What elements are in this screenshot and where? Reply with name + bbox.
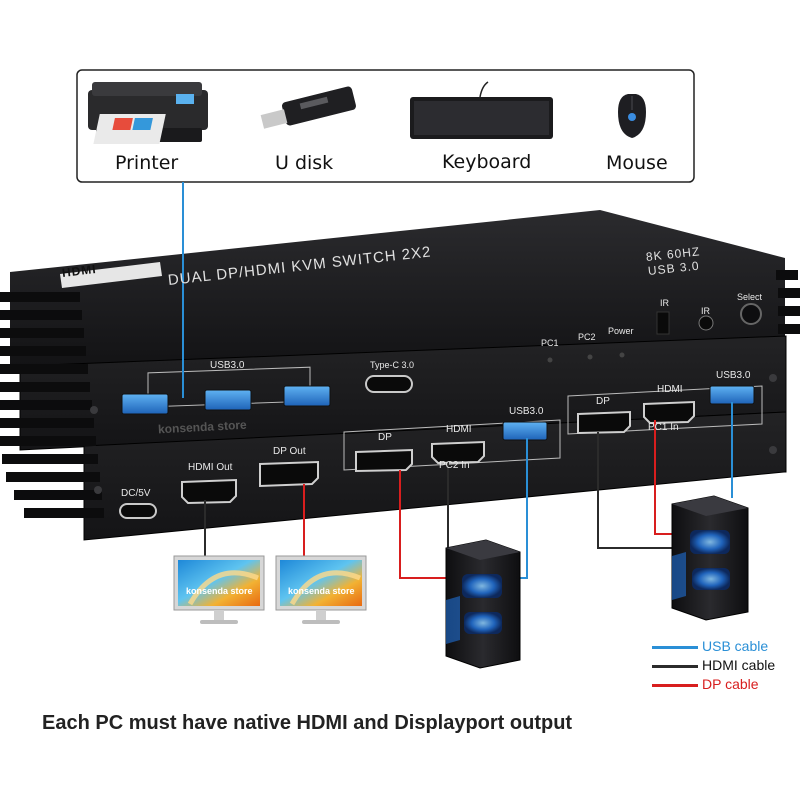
printer-label: Printer xyxy=(115,152,179,174)
typec-label: Type-C 3.0 xyxy=(370,360,415,370)
dp-out-label: DP Out xyxy=(273,446,306,457)
pc1-dp-label: DP xyxy=(596,396,610,407)
monitor-1 xyxy=(173,555,265,624)
pc2-led-label: PC2 xyxy=(578,332,596,342)
pc1-led-label: PC1 xyxy=(541,338,559,348)
pc2-hdmi-label: HDMI xyxy=(446,424,472,435)
usb-port xyxy=(121,393,169,415)
select-button-icon xyxy=(740,303,762,325)
legend-usb-label: USB cable xyxy=(702,638,769,654)
dp-out-port xyxy=(259,460,319,488)
hdmi-cable xyxy=(597,432,672,549)
pc1-in-label: PC1 In xyxy=(648,422,679,433)
pc1-tower-icon xyxy=(671,495,749,621)
pc2-usb-port xyxy=(502,421,548,441)
keyboard-label: Keyboard xyxy=(442,151,532,173)
ir-label-2: IR xyxy=(701,306,710,316)
pc2-dp-label: DP xyxy=(378,432,392,443)
typec-port xyxy=(365,375,413,393)
screw-icon xyxy=(769,446,777,454)
legend-dp-swatch xyxy=(652,683,698,687)
ir-receiver xyxy=(656,311,670,335)
mouse-icon xyxy=(618,94,646,138)
pc1-usb-port xyxy=(709,385,755,405)
dc-port xyxy=(119,503,157,519)
heatsink-fins xyxy=(0,292,104,518)
usb-group-label: USB3.0 xyxy=(210,360,245,371)
cables xyxy=(182,182,733,579)
legend-dp-label: DP cable xyxy=(702,676,759,692)
legend-hdmi-label: HDMI cable xyxy=(702,657,776,673)
pc2-hdmi-port xyxy=(431,440,485,465)
screw-icon xyxy=(94,486,102,494)
ir-label-1: IR xyxy=(660,298,669,308)
peripherals-panel xyxy=(76,69,695,183)
usb-port xyxy=(283,385,331,407)
pc1-hdmi-label: HDMI xyxy=(657,384,683,395)
dc-label: DC/5V xyxy=(121,488,151,499)
hdmi-out-label: HDMI Out xyxy=(188,462,233,473)
pc1-led xyxy=(547,357,553,363)
dp-cable xyxy=(654,420,678,535)
pc2-led xyxy=(587,354,593,360)
pc1-hdmi-port xyxy=(643,400,695,425)
udisk-label: U disk xyxy=(275,152,334,174)
legend-hdmi: HDMI cable xyxy=(652,657,775,673)
footer-note: Each PC must have native HDMI and Displa… xyxy=(42,712,573,734)
printer-icon xyxy=(88,82,208,144)
keyboard-icon xyxy=(410,81,553,139)
power-led-label: Power xyxy=(608,326,634,336)
monitor-2 xyxy=(275,555,367,624)
mouse-label: Mouse xyxy=(606,152,668,174)
pc2-in-label: PC2 In xyxy=(439,460,470,471)
ir-jack xyxy=(698,315,714,331)
kvm-switch-device xyxy=(0,210,800,541)
monitor-2-watermark: konsenda store xyxy=(288,586,355,596)
pc1-dp-port xyxy=(577,410,631,435)
screw-icon xyxy=(90,406,98,414)
pc2-dp-port xyxy=(355,448,413,473)
legend-dp: DP cable xyxy=(652,676,759,692)
pc1-usb-label: USB3.0 xyxy=(716,370,751,381)
usb-port xyxy=(204,389,252,411)
dp-cable xyxy=(399,470,450,579)
hdmi-logo xyxy=(60,262,162,288)
pc2-tower-icon xyxy=(445,539,521,669)
legend-usb-swatch xyxy=(652,645,698,649)
power-led xyxy=(619,352,625,358)
pc2-usb-label: USB3.0 xyxy=(509,406,544,417)
monitor-1-watermark: konsenda store xyxy=(186,586,253,596)
hdmi-out-port xyxy=(181,478,237,505)
select-label: Select xyxy=(737,292,763,302)
usb-drive-icon xyxy=(260,86,356,129)
legend-usb: USB cable xyxy=(652,638,768,654)
legend-hdmi-swatch xyxy=(652,664,698,668)
screw-icon xyxy=(769,374,777,382)
